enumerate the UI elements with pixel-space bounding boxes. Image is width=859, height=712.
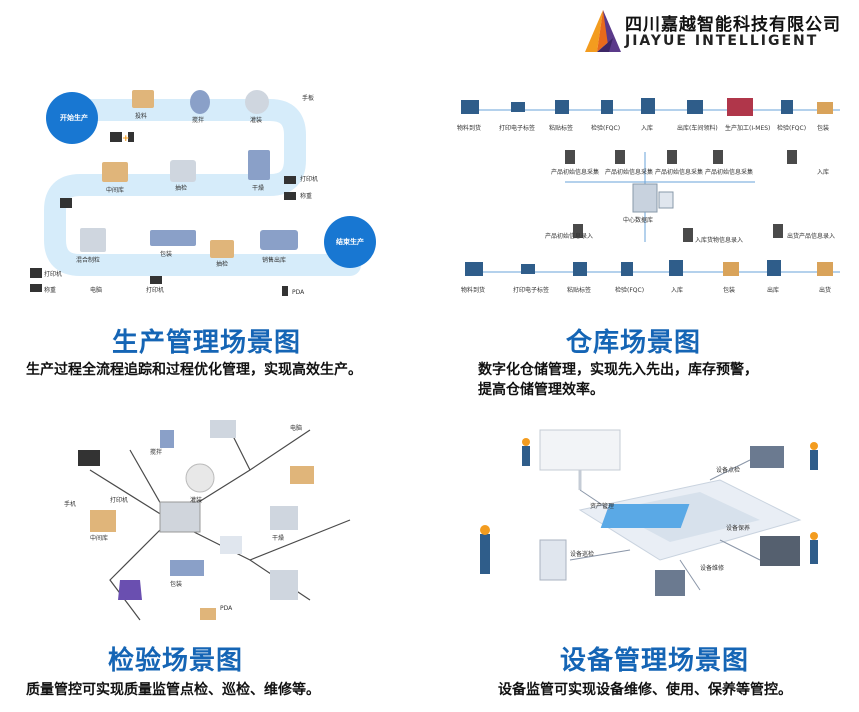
svg-text:PDA: PDA xyxy=(220,605,233,612)
svg-text:检验(FQC): 检验(FQC) xyxy=(591,124,620,132)
svg-text:搅拌: 搅拌 xyxy=(150,448,162,456)
logo-mark-icon xyxy=(585,10,621,52)
svg-text:电脑: 电脑 xyxy=(290,424,302,432)
warehouse-description-line2: 提高仓储管理效率。 xyxy=(478,382,604,398)
production-diagram: + 开始生产 结束生产 投料 搅拌 灌装 抽检 中间库 干燥 混合制粒 包装 抽… xyxy=(20,80,400,310)
svg-text:出库: 出库 xyxy=(767,286,779,294)
company-logo: 四川嘉越智能科技有限公司 JIAYUE INTELLIGENT xyxy=(583,8,851,54)
equipment-description: 设备监管可实现设备维修、使用、保养等管控。 xyxy=(498,682,792,698)
production-description: 生产过程全流程追踪和过程优化管理，实现高效生产。 xyxy=(26,362,362,378)
svg-text:搅拌: 搅拌 xyxy=(192,116,204,124)
svg-text:设备点检: 设备点检 xyxy=(716,466,740,474)
svg-text:出货: 出货 xyxy=(819,286,831,294)
svg-text:销售出库: 销售出库 xyxy=(262,256,286,264)
inspection-title: 检验场景图 xyxy=(108,646,244,676)
equipment-title: 设备管理场景图 xyxy=(560,646,750,676)
svg-text:产品初始信息录入: 产品初始信息录入 xyxy=(545,232,593,240)
svg-text:入库: 入库 xyxy=(671,286,683,294)
svg-text:物料到货: 物料到货 xyxy=(461,286,485,294)
svg-text:称重: 称重 xyxy=(44,286,56,294)
svg-text:入库货物信息录入: 入库货物信息录入 xyxy=(695,236,743,244)
svg-text:投料: 投料 xyxy=(135,112,147,120)
inspection-description: 质量管控可实现质量监管点检、巡检、维修等。 xyxy=(26,682,320,698)
svg-text:产品初始信息采集: 产品初始信息采集 xyxy=(551,168,599,176)
svg-text:抽检: 抽检 xyxy=(216,260,228,268)
svg-text:包装: 包装 xyxy=(160,250,172,258)
svg-text:中间库: 中间库 xyxy=(106,186,124,194)
svg-text:产品初始信息采集: 产品初始信息采集 xyxy=(705,168,753,176)
svg-text:PDA: PDA xyxy=(292,289,305,296)
svg-text:中间库: 中间库 xyxy=(90,534,108,542)
svg-text:包装: 包装 xyxy=(723,286,735,294)
svg-text:打印机: 打印机 xyxy=(300,175,318,183)
svg-text:干燥: 干燥 xyxy=(272,534,284,542)
svg-text:手板: 手板 xyxy=(302,94,314,102)
svg-text:包装: 包装 xyxy=(817,124,829,132)
svg-text:资产管理: 资产管理 xyxy=(590,502,614,510)
end-node xyxy=(324,216,376,268)
svg-text:灌装: 灌装 xyxy=(190,496,202,504)
inspection-diagram: 打印机 手机 电脑 PDA 中间库 灌装 干燥 包装 搅拌 xyxy=(50,410,380,635)
svg-text:打印机: 打印机 xyxy=(110,496,128,504)
svg-text:包装: 包装 xyxy=(170,580,182,588)
svg-text:抽检: 抽检 xyxy=(175,184,187,192)
svg-text:物料到货: 物料到货 xyxy=(457,124,481,132)
svg-text:设备保养: 设备保养 xyxy=(726,524,750,532)
svg-text:手机: 手机 xyxy=(64,500,76,508)
svg-text:出库(车间领料): 出库(车间领料) xyxy=(677,124,718,132)
equipment-diagram: 资产管理 设备巡检 设备点检 设备维修 设备保养 xyxy=(460,420,850,620)
svg-text:生产加工(I-MES): 生产加工(I-MES) xyxy=(725,124,770,132)
svg-text:称重: 称重 xyxy=(300,192,312,200)
svg-text:中心数据库: 中心数据库 xyxy=(623,216,653,224)
svg-text:打印电子标签: 打印电子标签 xyxy=(499,124,535,132)
company-name-cn: 四川嘉越智能科技有限公司 xyxy=(625,15,841,35)
svg-text:检验(FQC): 检验(FQC) xyxy=(777,124,806,132)
svg-text:打印电子标签: 打印电子标签 xyxy=(513,286,549,294)
svg-text:设备巡检: 设备巡检 xyxy=(570,550,594,558)
svg-text:入库: 入库 xyxy=(817,168,829,176)
svg-text:打印机: 打印机 xyxy=(44,270,62,278)
svg-text:产品初始信息采集: 产品初始信息采集 xyxy=(605,168,653,176)
svg-text:设备维修: 设备维修 xyxy=(700,564,724,572)
svg-text:开始生产: 开始生产 xyxy=(60,113,88,122)
svg-text:灌装: 灌装 xyxy=(250,116,262,124)
svg-text:打印机: 打印机 xyxy=(146,286,164,294)
warehouse-diagram: 物料到货 打印电子标签 粘贴标签 检验(FQC) 入库 出库(车间领料) 生产加… xyxy=(455,92,850,310)
warehouse-title: 仓库场景图 xyxy=(566,328,702,358)
svg-text:粘贴标签: 粘贴标签 xyxy=(549,124,573,132)
svg-text:出货产品信息录入: 出货产品信息录入 xyxy=(787,232,835,240)
svg-text:电脑: 电脑 xyxy=(90,286,102,294)
production-title: 生产管理场景图 xyxy=(112,328,302,358)
svg-text:混合制粒: 混合制粒 xyxy=(76,256,100,264)
svg-text:干燥: 干燥 xyxy=(252,184,264,192)
svg-text:产品初始信息采集: 产品初始信息采集 xyxy=(655,168,703,176)
svg-text:入库: 入库 xyxy=(641,124,653,132)
svg-text:粘贴标签: 粘贴标签 xyxy=(567,286,591,294)
start-node xyxy=(46,92,98,144)
svg-text:结束生产: 结束生产 xyxy=(335,237,364,246)
svg-text:+: + xyxy=(122,134,130,144)
company-name-en: JIAYUE INTELLIGENT xyxy=(625,33,819,49)
svg-text:检验(FQC): 检验(FQC) xyxy=(615,286,644,294)
warehouse-description-line1: 数字化仓储管理，实现先入先出，库存预警， xyxy=(478,362,758,378)
